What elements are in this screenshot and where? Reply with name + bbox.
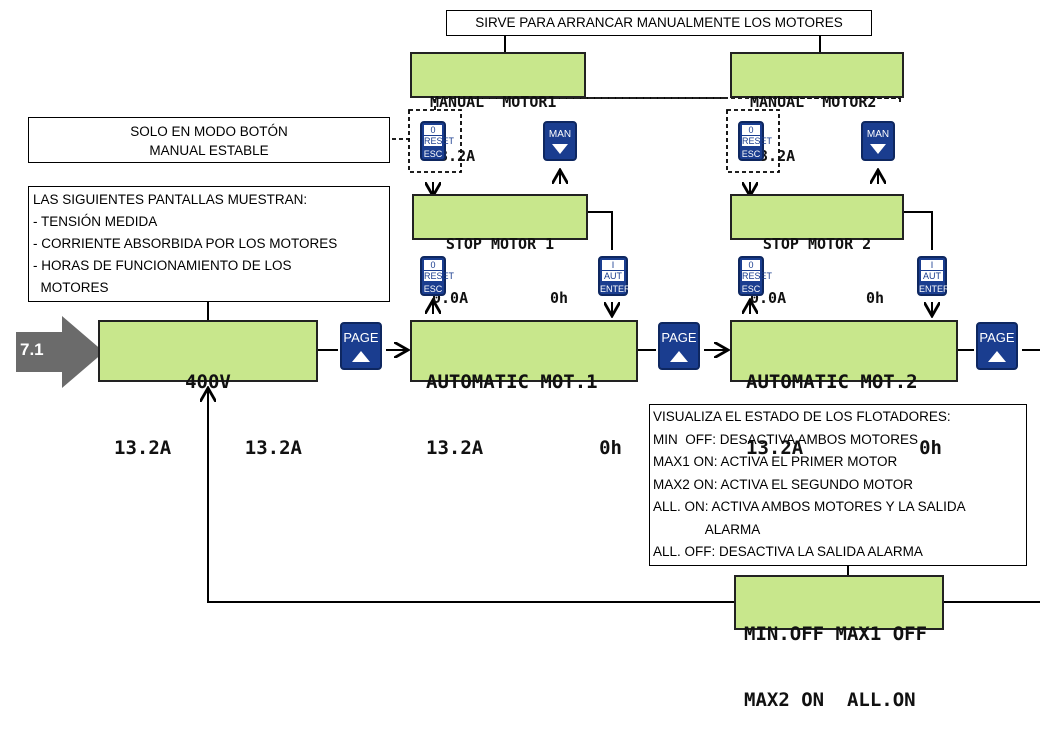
- lcd-main-current2: 13.2A: [244, 437, 302, 459]
- reset-label: RESET: [424, 136, 455, 146]
- lcd-stop1-line1: STOP MOTOR 1: [445, 235, 555, 253]
- man-button-label: MAN: [866, 129, 890, 140]
- note-float-line: ALL. OFF: DESACTIVA LA SALIDA ALARMA: [653, 544, 923, 559]
- note-button-mode: SOLO EN MODO BOTÓN MANUAL ESTABLE: [28, 117, 390, 163]
- lcd-auto2-current: 13.2A: [746, 437, 804, 459]
- aut-top: I: [602, 260, 624, 271]
- note-screen-info: LAS SIGUIENTES PANTALLAS MUESTRAN: - TEN…: [28, 186, 390, 302]
- note-float-line: MAX1 ON: ACTIVA EL PRIMER MOTOR: [653, 454, 898, 469]
- note-manual-start-text: SIRVE PARA ARRANCAR MANUALMENTE LOS MOTO…: [475, 15, 843, 30]
- lcd-main-line1: 400V: [185, 371, 231, 393]
- note-button-mode-line: MANUAL ESTABLE: [149, 143, 269, 158]
- reset-top: 0: [742, 125, 760, 136]
- page-button[interactable]: PAGE: [976, 322, 1018, 370]
- enter-label: ENTER: [919, 284, 950, 294]
- lcd-automatic-motor2: AUTOMATIC MOT.2 13.2A 0h: [730, 320, 958, 459]
- note-float-line: ALL. ON: ACTIVA AMBOS MOTORES Y LA SALID…: [653, 499, 966, 514]
- lcd-stop2-hours: 0h: [865, 289, 884, 307]
- esc-label: ESC: [423, 284, 443, 294]
- note-float-line: MIN OFF: DESACTIVA AMBOS MOTORES: [653, 431, 919, 447]
- reset-label: RESET: [742, 271, 773, 281]
- lcd-auto2-hours: 0h: [919, 437, 942, 459]
- note-float-line: ALARMA: [653, 521, 761, 537]
- lcd-stop1-hours: 0h: [549, 289, 568, 307]
- page-button[interactable]: PAGE: [340, 322, 382, 370]
- note-float-line: MAX2 ON: ACTIVA EL SEGUNDO MOTOR: [653, 476, 914, 492]
- page-button-label: PAGE: [343, 330, 379, 345]
- lcd-stop2-line1: STOP MOTOR 2: [762, 235, 872, 253]
- note-button-mode-line: SOLO EN MODO BOTÓN: [130, 124, 288, 139]
- page-button-label: PAGE: [661, 330, 697, 345]
- lcd-auto1-current: 13.2A: [426, 437, 484, 459]
- triangle-up-icon: [670, 351, 688, 362]
- aut-label: AUT: [923, 271, 941, 281]
- lcd-main-current1: 13.2A: [114, 437, 172, 459]
- lcd-float-line1: MIN.OFF MAX1 OFF: [744, 623, 928, 645]
- lcd-auto2-line1: AUTOMATIC MOT.2: [746, 371, 918, 393]
- triangle-down-icon: [870, 144, 886, 154]
- note-info-line: - HORAS DE FUNCIONAMIENTO DE LOS: [33, 258, 292, 273]
- page-button[interactable]: PAGE: [658, 322, 700, 370]
- connector-lines: [0, 35, 1040, 603]
- lcd-auto1-hours: 0h: [599, 437, 622, 459]
- reset-top: 0: [424, 260, 442, 271]
- triangle-down-icon: [552, 144, 568, 154]
- triangle-up-icon: [352, 351, 370, 362]
- note-info-line: - TENSIÓN MEDIDA: [33, 214, 158, 229]
- reset-top: 0: [424, 125, 442, 136]
- man-button[interactable]: MAN: [861, 121, 895, 161]
- lcd-float-line2: MAX2 ON ALL.ON: [744, 689, 916, 711]
- aut-label: AUT: [604, 271, 622, 281]
- triangle-up-icon: [988, 351, 1006, 362]
- esc-label: ESC: [423, 149, 443, 159]
- lcd-floaters-status: MIN.OFF MAX1 OFF MAX2 ON ALL.ON: [734, 575, 944, 711]
- note-floaters: VISUALIZA EL ESTADO DE LOS FLOTADORES: M…: [649, 404, 1027, 566]
- man-button[interactable]: MAN: [543, 121, 577, 161]
- aut-top: I: [921, 260, 943, 271]
- note-info-line: - CORRIENTE ABSORBIDA POR LOS MOTORES: [33, 236, 338, 251]
- note-info-line: MOTORES: [33, 280, 109, 295]
- note-info-line: LAS SIGUIENTES PANTALLAS MUESTRAN:: [33, 192, 308, 207]
- reset-label: RESET: [424, 271, 455, 281]
- lcd-manual1-line1: MANUAL MOTOR1: [430, 93, 557, 111]
- lcd-main-screen: 400V 13.2A 13.2A: [98, 320, 318, 459]
- note-float-line: VISUALIZA EL ESTADO DE LOS FLOTADORES:: [653, 409, 951, 424]
- man-button-label: MAN: [548, 129, 572, 140]
- reset-top: 0: [742, 260, 760, 271]
- lcd-manual2-line1: MANUAL MOTOR2: [750, 93, 877, 111]
- note-manual-start: SIRVE PARA ARRANCAR MANUALMENTE LOS MOTO…: [446, 10, 872, 36]
- section-number: 7.1: [20, 340, 44, 359]
- esc-label: ESC: [741, 284, 761, 294]
- reset-label: RESET: [742, 136, 773, 146]
- page-button-label: PAGE: [979, 330, 1015, 345]
- lcd-automatic-motor1: AUTOMATIC MOT.1 13.2A 0h: [410, 320, 638, 459]
- esc-label: ESC: [741, 149, 761, 159]
- section-arrow-icon: [16, 316, 104, 388]
- lcd-auto1-line1: AUTOMATIC MOT.1: [426, 371, 598, 393]
- enter-label: ENTER: [600, 284, 631, 294]
